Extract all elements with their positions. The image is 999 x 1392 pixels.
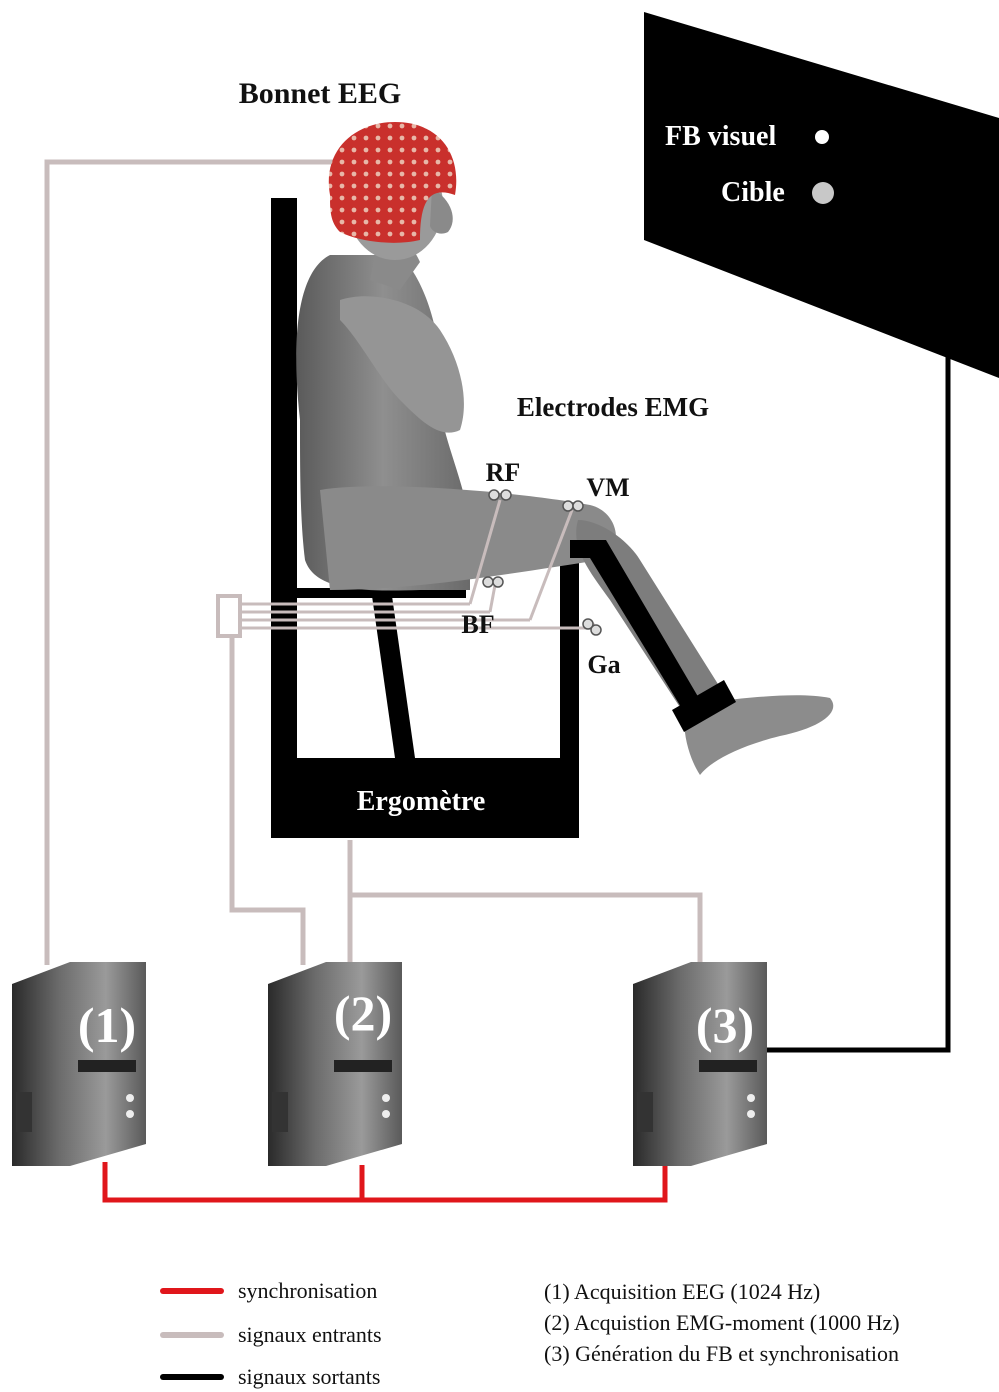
computer-1-label: (1): [78, 997, 136, 1053]
ergometer-label: Ergomètre: [357, 786, 486, 817]
note-3: (3) Génération du FB et synchronisation: [544, 1341, 899, 1366]
emg-connector: [216, 594, 242, 638]
legend-item-sync: synchronisation: [160, 1276, 377, 1306]
computer-1: (1): [12, 962, 146, 1166]
rf-electrode: [500, 489, 512, 501]
sync-cable: [102, 1160, 668, 1203]
legend-swatch-sync: [160, 1288, 224, 1294]
emg-cable: [229, 636, 306, 965]
eeg-cable: [44, 159, 340, 965]
ergometer-to-pc3-cable: [350, 892, 703, 965]
participant: [296, 122, 834, 775]
bf-label: BF: [461, 610, 494, 639]
note-1: (1) Acquisition EEG (1024 Hz): [544, 1279, 821, 1304]
computer-3-label: (3): [696, 997, 754, 1053]
computer-3: (3): [633, 962, 767, 1166]
ga-label: Ga: [587, 650, 620, 679]
ergometer-lever: [570, 540, 700, 712]
legend-swatch-incoming: [160, 1332, 224, 1338]
vm-electrode: [572, 500, 584, 512]
target-dot: [812, 182, 834, 204]
fb-visual-dot: [815, 130, 829, 144]
vm-electrode: [562, 500, 574, 512]
incoming-signal-cables: [44, 159, 703, 965]
note-2: (2) Acquistion EMG-moment (1000 Hz): [544, 1310, 900, 1335]
legend-label-outgoing: signaux sortants: [238, 1364, 381, 1389]
target-label: Cible: [721, 177, 785, 208]
ankle-strap: [672, 680, 736, 732]
feedback-screen: FB visuel Cible: [644, 12, 999, 378]
computer-2-label: (2): [334, 985, 392, 1041]
fb-visual-label: FB visuel: [665, 121, 776, 152]
ga-electrode: [590, 624, 602, 636]
rf-electrode: [488, 489, 500, 501]
legend-label-incoming: signaux entrants: [238, 1322, 382, 1347]
legend-label-sync: synchronisation: [238, 1278, 378, 1303]
ga-electrode: [582, 618, 594, 630]
emg-electrodes-label: Electrodes EMG: [517, 392, 709, 422]
eeg-cap-label: Bonnet EEG: [239, 77, 402, 110]
emg-wiring: [216, 489, 602, 638]
computer-notes: (1) Acquisition EEG (1024 Hz) (2) Acquis…: [544, 1276, 900, 1369]
legend-item-incoming: signaux entrants: [160, 1320, 382, 1350]
legend-item-outgoing: signaux sortants: [160, 1362, 380, 1392]
eeg-cap: [328, 122, 457, 243]
vm-label: VM: [586, 473, 629, 502]
bf-electrode: [482, 576, 494, 588]
computer-2: (2): [268, 962, 402, 1166]
rf-label: RF: [486, 458, 521, 487]
outgoing-signal-cable: [765, 346, 951, 1053]
bf-electrode: [492, 576, 504, 588]
ergometer: Ergomètre: [271, 198, 579, 838]
legend-swatch-outgoing: [160, 1374, 224, 1380]
